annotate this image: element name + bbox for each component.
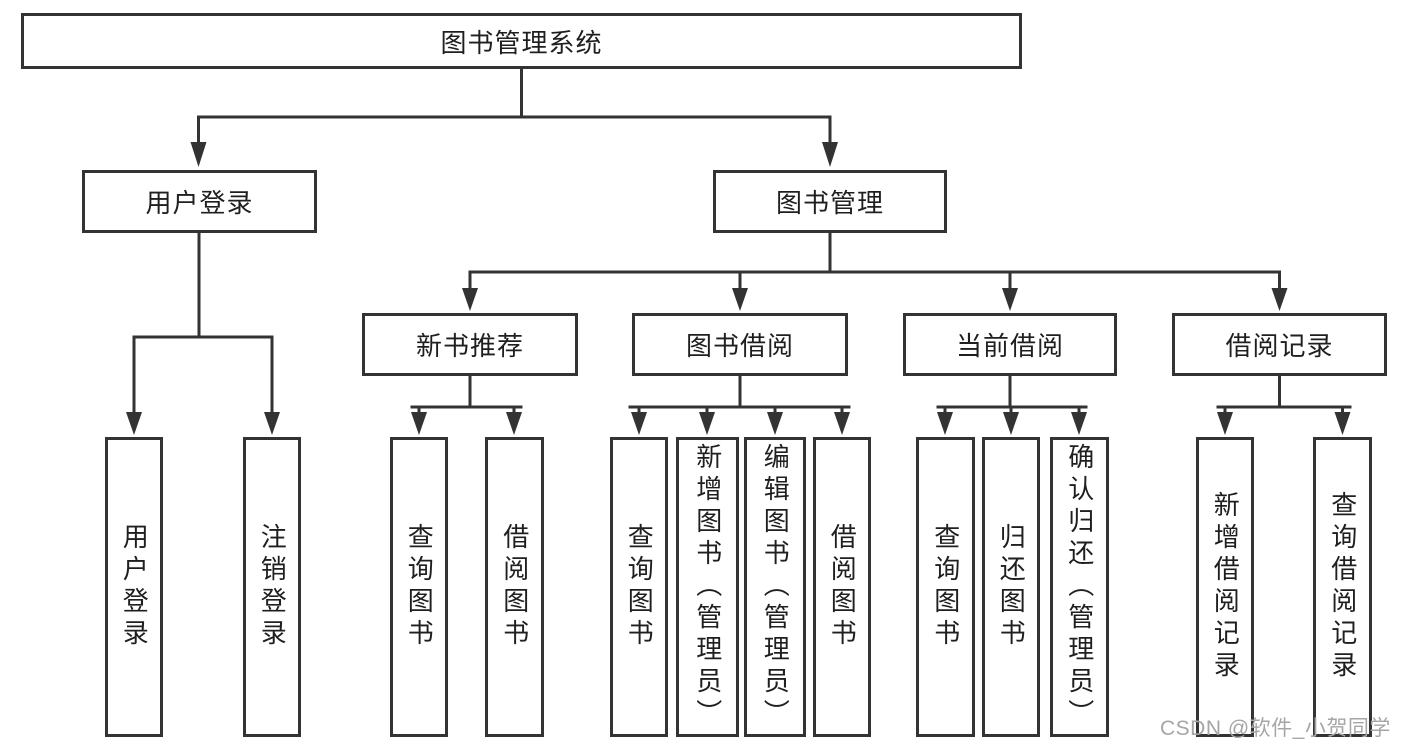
leaf-label: 新增图书（管理员） xyxy=(692,443,723,731)
leaf-query-books-recommend: 查询图书 xyxy=(390,437,448,737)
node-new-book-recommendation: 新书推荐 xyxy=(362,313,578,376)
leaf-label: 借阅图书 xyxy=(827,523,858,651)
leaf-label: 用户登录 xyxy=(119,523,150,651)
node-label: 新书推荐 xyxy=(415,331,524,361)
leaf-borrow-books-recommend: 借阅图书 xyxy=(485,437,544,737)
leaf-label: 注销登录 xyxy=(257,523,288,651)
node-label: 图书管理系统 xyxy=(440,27,603,58)
node-book-management: 图书管理 xyxy=(713,170,947,233)
leaf-query-books-current: 查询图书 xyxy=(916,437,975,737)
node-label: 用户登录 xyxy=(145,188,254,218)
node-label: 图书借阅 xyxy=(685,331,794,361)
leaf-label: 确认归还（管理员） xyxy=(1064,443,1095,731)
leaf-logout: 注销登录 xyxy=(243,437,301,737)
node-library-management-system: 图书管理系统 xyxy=(21,13,1022,69)
leaf-add-books-admin: 新增图书（管理员） xyxy=(676,437,739,737)
node-current-borrowing: 当前借阅 xyxy=(903,313,1117,376)
leaf-label: 查询图书 xyxy=(404,523,435,651)
leaf-user-login: 用户登录 xyxy=(105,437,163,737)
leaf-label: 编辑图书（管理员） xyxy=(760,443,791,731)
node-borrowing-records: 借阅记录 xyxy=(1172,313,1387,376)
node-book-borrowing: 图书借阅 xyxy=(632,313,848,376)
leaf-label: 归还图书 xyxy=(996,523,1027,651)
node-label: 图书管理 xyxy=(775,188,884,218)
csdn-watermark: CSDN @软件_小贺同学 xyxy=(1160,717,1391,740)
leaf-add-borrow-record: 新增借阅记录 xyxy=(1196,437,1254,737)
leaf-label: 新增借阅记录 xyxy=(1210,491,1241,683)
arrowheads xyxy=(126,142,1351,435)
leaf-label: 查询借阅记录 xyxy=(1327,491,1358,683)
node-label: 当前借阅 xyxy=(955,331,1064,361)
node-user-login: 用户登录 xyxy=(82,170,317,233)
leaf-return-books: 归还图书 xyxy=(982,437,1040,737)
leaf-label: 查询图书 xyxy=(624,523,655,651)
leaf-edit-books-admin: 编辑图书（管理员） xyxy=(744,437,806,737)
leaf-borrow-books: 借阅图书 xyxy=(813,437,871,737)
leaf-label: 借阅图书 xyxy=(499,523,530,651)
node-label: 借阅记录 xyxy=(1225,331,1334,361)
leaf-query-borrow-record: 查询借阅记录 xyxy=(1313,437,1372,737)
leaf-query-books: 查询图书 xyxy=(610,437,668,737)
leaf-label: 查询图书 xyxy=(930,523,961,651)
leaf-confirm-return-admin: 确认归还（管理员） xyxy=(1050,437,1109,737)
